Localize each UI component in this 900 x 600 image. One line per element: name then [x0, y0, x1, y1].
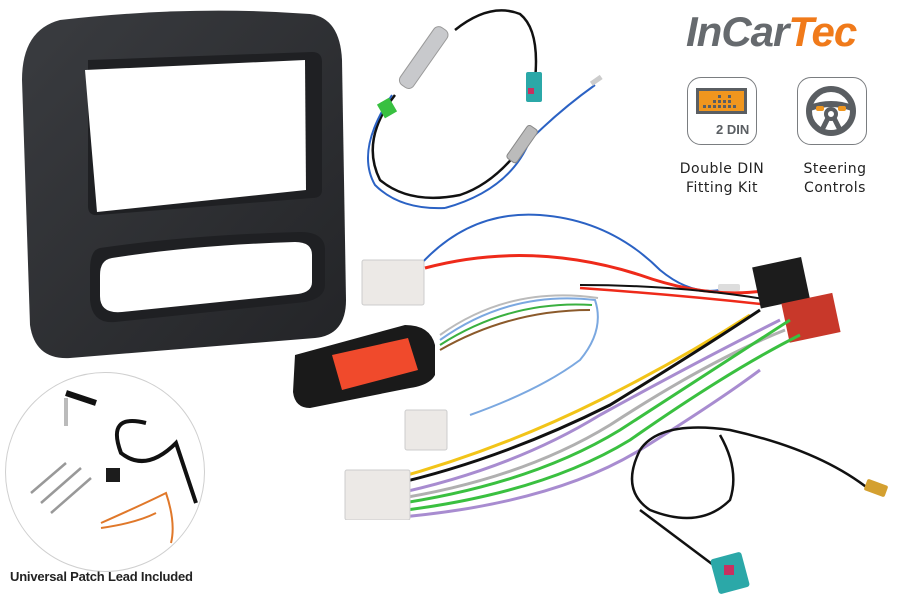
- brand-logo-part2: Tec: [788, 8, 857, 55]
- double-din-label-line2: Fitting Kit: [685, 180, 759, 196]
- double-din-label: Double DIN Fitting Kit: [670, 160, 774, 198]
- double-din-fascia-panel: [22, 10, 346, 359]
- fakra-antenna-cable: [630, 426, 888, 594]
- patch-lead-components: [30, 390, 198, 544]
- steering-controls-label-line1: Steering: [803, 161, 867, 177]
- steering-controls-label: Steering Controls: [790, 160, 880, 198]
- patch-lead-image: [5, 372, 205, 572]
- double-din-badge-text: 2 DIN: [716, 122, 750, 137]
- double-din-badge: 2 DIN: [687, 77, 757, 145]
- patch-lead-caption: Universal Patch Lead Included: [10, 569, 193, 584]
- iso-wiring-harness: [344, 213, 841, 520]
- double-din-icon: [696, 88, 747, 114]
- brand-logo-part1: InCar: [686, 8, 789, 55]
- steering-wheel-icon: [806, 86, 856, 136]
- steering-control-interface: [293, 325, 435, 408]
- steering-controls-label-line2: Controls: [804, 180, 866, 196]
- double-din-label-line1: Double DIN: [679, 161, 765, 177]
- steering-controls-badge: [797, 77, 867, 145]
- brand-logo: InCarTec: [686, 8, 857, 56]
- antenna-adapter-cable: [366, 9, 603, 210]
